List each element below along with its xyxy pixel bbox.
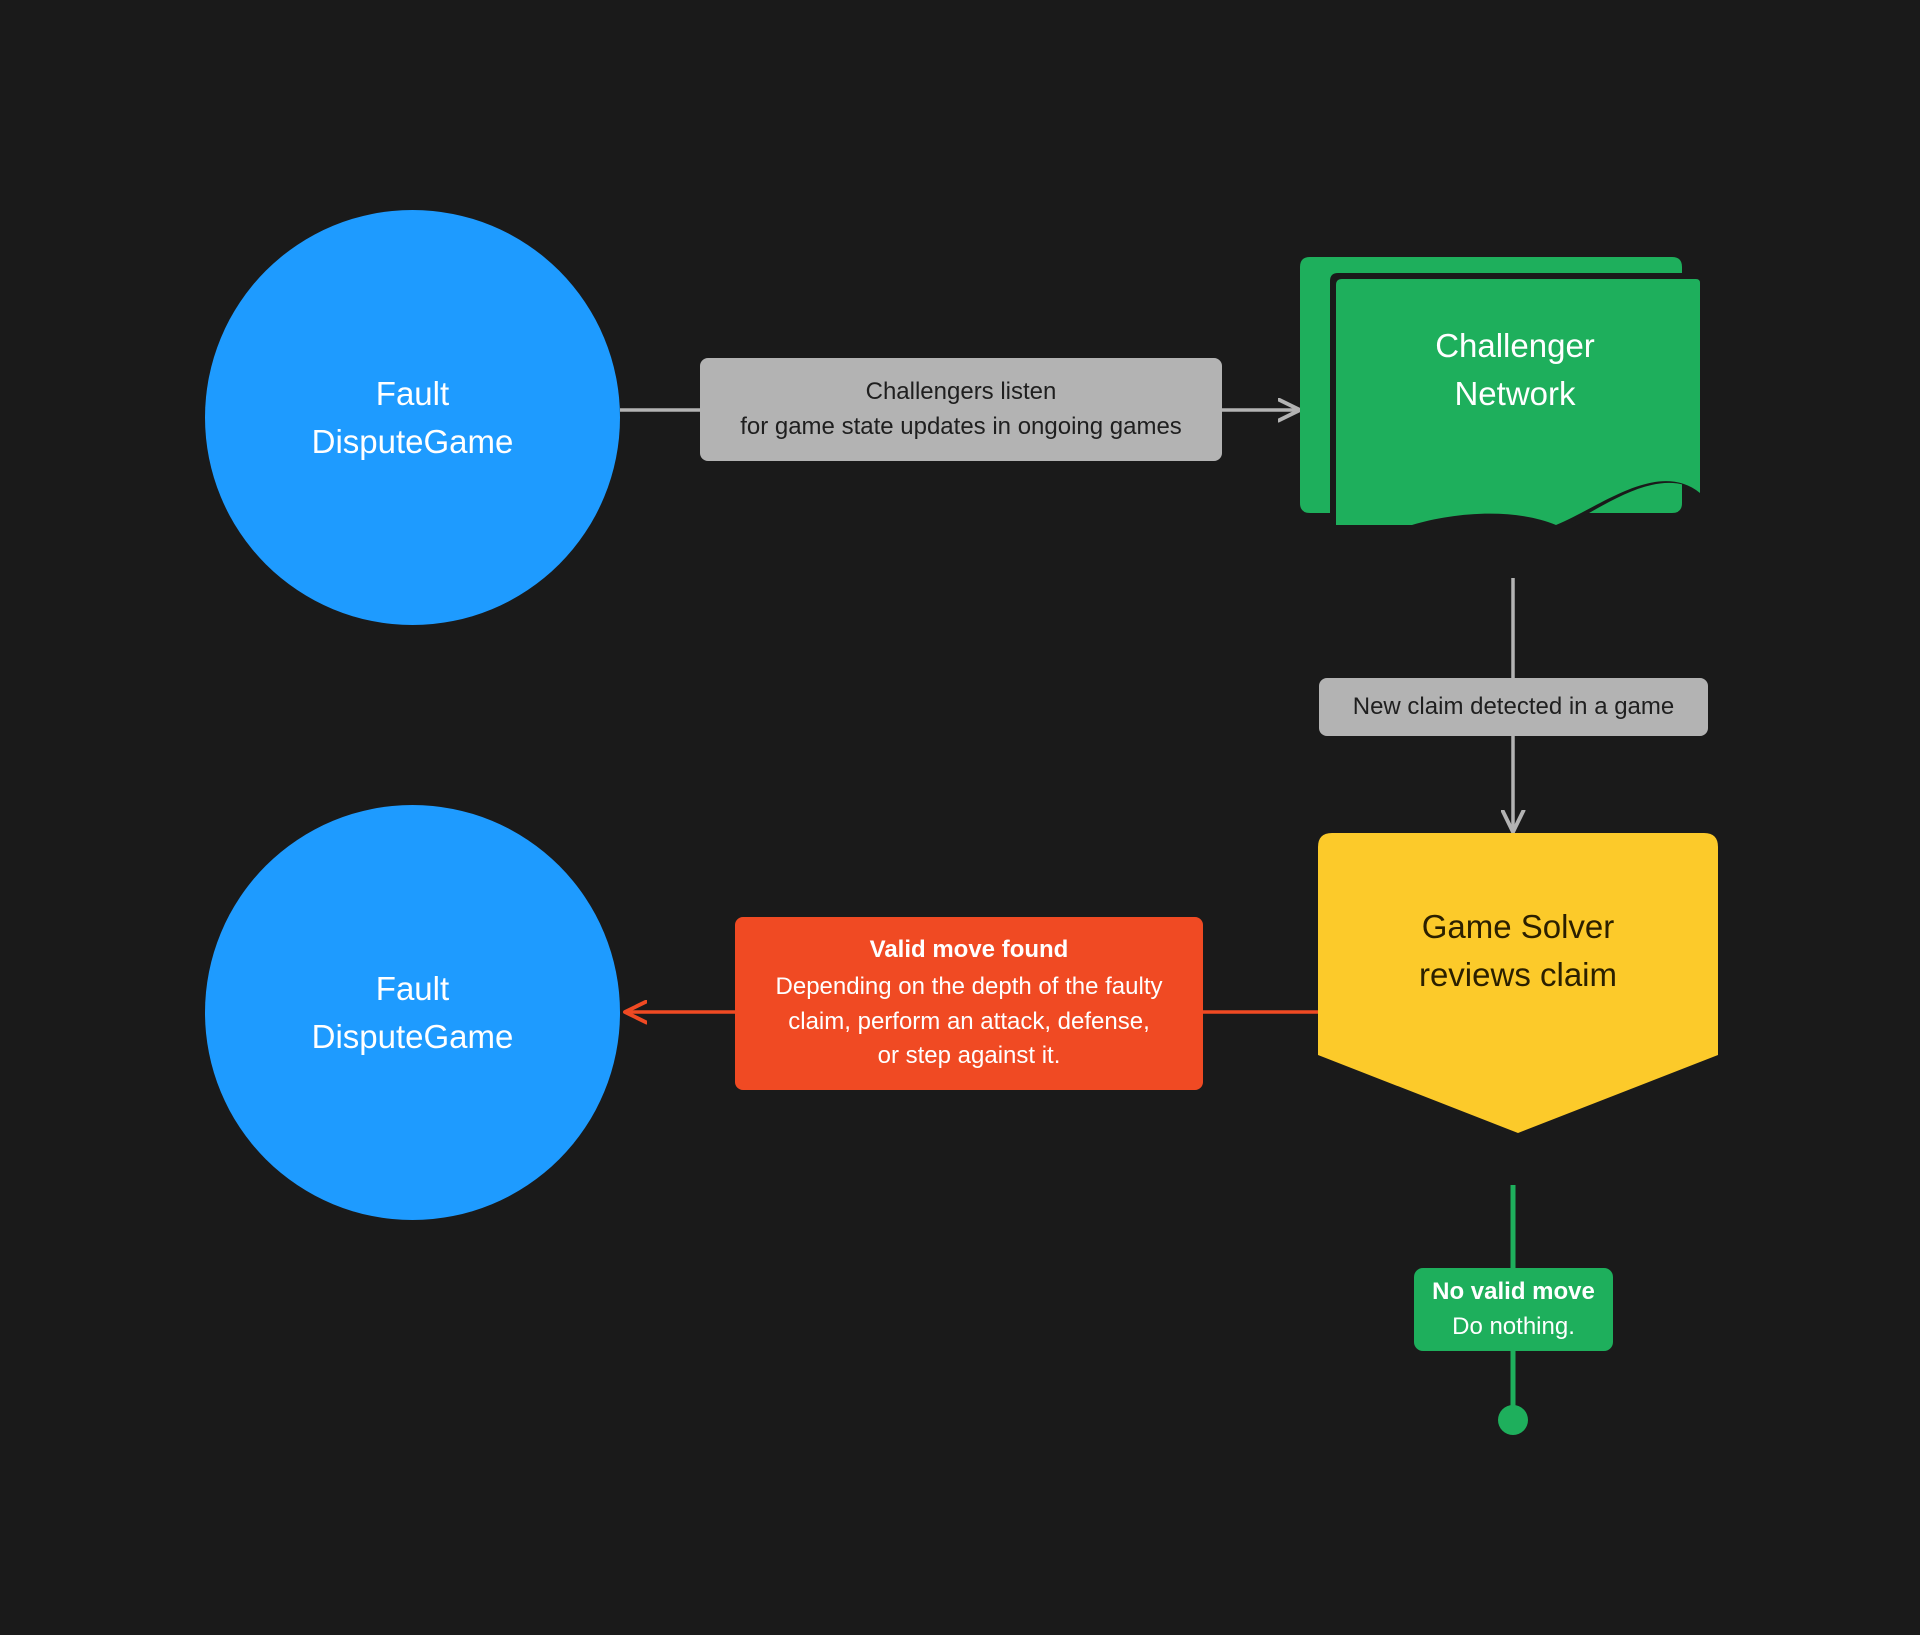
node-fault-dispute-game-top[interactable]: Fault DisputeGame bbox=[205, 210, 620, 625]
edge-label-text: New claim detected in a game bbox=[1352, 692, 1675, 720]
edge-label-challengers-listen: Challengers listen for game state update… bbox=[700, 358, 1222, 461]
edge-label-text: Challengers listen for game state update… bbox=[740, 378, 1182, 440]
stacked-document-icon bbox=[1300, 257, 1700, 531]
node-game-solver[interactable]: Game Solver reviews claim bbox=[1318, 833, 1718, 1133]
edge-label-no-valid-move: No valid move Do nothing. bbox=[1414, 1268, 1613, 1351]
node-label: Fault DisputeGame bbox=[311, 374, 514, 460]
node-label: Fault DisputeGame bbox=[311, 969, 514, 1055]
pentagon-shape bbox=[1318, 833, 1718, 1133]
edge-label-title: Valid move found bbox=[869, 935, 1069, 963]
node-fault-dispute-game-bottom[interactable]: Fault DisputeGame bbox=[205, 805, 620, 1220]
node-challenger-network[interactable]: Challenger Network bbox=[1300, 245, 1700, 535]
node-label: Game Solver reviews claim bbox=[1418, 907, 1618, 993]
edge-label-title: No valid move bbox=[1432, 1277, 1595, 1305]
node-label: Challenger Network bbox=[1435, 327, 1595, 412]
terminal-dot bbox=[1498, 1405, 1528, 1435]
edge-label-valid-move: Valid move found Depending on the depth … bbox=[735, 917, 1203, 1090]
edge-label-body: Do nothing. bbox=[1452, 1312, 1575, 1340]
edge-label-body: Depending on the depth of the faulty cla… bbox=[775, 972, 1163, 1070]
edge-label-new-claim: New claim detected in a game bbox=[1319, 678, 1708, 736]
